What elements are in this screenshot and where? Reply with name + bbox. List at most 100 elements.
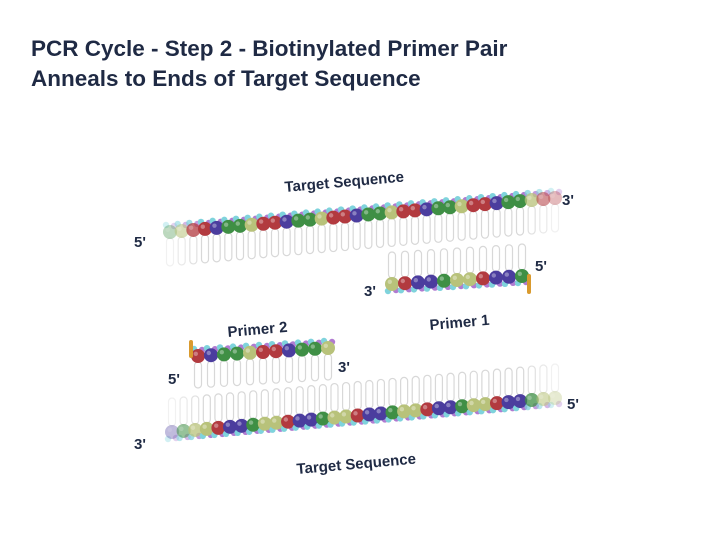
base-pair-rung [341,381,351,412]
base-pair-rung [249,390,258,420]
nucleotide [163,225,177,239]
nucleotide-highlight [492,198,497,204]
nucleotide-highlight [399,406,405,412]
base-pair-rung [539,364,548,394]
nucleotide-highlight [387,208,392,213]
nucleotide [257,416,272,431]
backbone-bead [164,435,172,443]
nucleotide-highlight [387,279,392,284]
primer-2-label: Primer 2 [227,319,288,341]
base-pair-rung [294,226,303,256]
base-pair-rung [237,391,246,421]
nucleotide [269,344,283,359]
nucleotide-highlight [193,351,198,356]
primer-1-label: Primer 1 [429,312,490,334]
nucleotide [291,213,306,228]
base-pair-rung [305,225,315,255]
nucleotide [315,411,330,426]
base-pair-rung [340,221,350,252]
base-pair-rung [446,372,455,402]
nucleotide-highlight [364,410,370,415]
nucleotide [308,341,322,356]
base-pair-rung [550,363,560,393]
nucleotide-highlight [515,196,520,202]
nucleotide-highlight [492,398,497,404]
nucleotide-highlight [258,347,263,352]
nucleotide [326,210,341,225]
nucleotide-highlight [422,204,427,210]
nucleotide-highlight [434,403,439,409]
nucleotide-highlight [330,413,335,418]
nucleotide-highlight [323,343,328,348]
base-pair-rung [317,224,326,254]
nucleotide-highlight [235,221,240,226]
nucleotide [524,193,539,208]
nucleotide [466,198,481,213]
bottom-target-strand [164,363,563,443]
nucleotide-highlight [550,393,555,398]
target-sequence-top-label: Target Sequence [284,169,405,196]
base-pair-rung [329,222,338,253]
nucleotide [234,418,249,433]
nucleotide-highlight [284,346,289,351]
nucleotide [431,201,446,216]
base-pair-rung [177,236,186,266]
nucleotide [292,413,307,428]
nucleotide-highlight [271,346,276,352]
nucleotide [211,420,226,435]
nucleotide [198,221,212,236]
nucleotide-highlight [480,399,486,405]
base-pair-rung [193,361,203,389]
nucleotide-highlight [517,271,522,276]
nucleotide [174,223,189,238]
nucleotide-highlight [478,274,483,279]
base-pair-rung [270,228,280,258]
nucleotide-highlight [353,411,358,416]
nucleotide [204,348,218,363]
base-pair-rung [452,247,462,275]
base-pair-rung [352,220,361,251]
nucleotide [513,194,527,209]
nucleotide [489,270,503,285]
base-pair-rung [469,370,478,400]
nucleotide [437,273,451,288]
nucleotide [256,216,271,231]
nucleotide [424,274,438,289]
base-pair-rung [399,216,408,246]
base-pair-rung [439,248,449,276]
base-pair-rung [458,371,467,401]
nucleotide-highlight [400,278,405,284]
nucleotide-highlight [375,209,380,214]
nucleotide [443,400,458,415]
nucleotide [321,341,335,355]
primer-1-3-prime-label: 3' [364,283,376,300]
nucleotide-highlight [247,220,252,225]
nucleotide [373,206,387,221]
nucleotide-highlight [282,217,287,222]
nucleotide-highlight [310,344,315,349]
base-pair-rung [504,244,514,272]
base-pair-rung [365,379,374,410]
nucleotide [268,215,282,230]
nucleotide [295,342,309,357]
nucleotide-highlight [272,418,277,423]
base-pair-rung [202,394,211,424]
nucleotide-highlight [426,277,431,282]
base-pair-rung [295,386,304,416]
nucleotide [223,419,238,434]
nucleotide [361,207,376,222]
strands-layer [162,187,563,443]
nucleotide-highlight [283,417,289,422]
top-target-strand [162,187,563,267]
nucleotide [230,346,244,361]
base-pair-rung [434,373,444,403]
nucleotide-highlight [433,203,439,209]
nucleotide [314,211,329,226]
nucleotide [209,220,224,235]
nucleotide [191,349,205,363]
base-pair-rung [310,354,320,382]
base-pair-rung [191,395,200,425]
nucleotide [396,204,411,219]
nucleotide-highlight [248,420,254,425]
nucleotide-highlight [260,419,265,424]
